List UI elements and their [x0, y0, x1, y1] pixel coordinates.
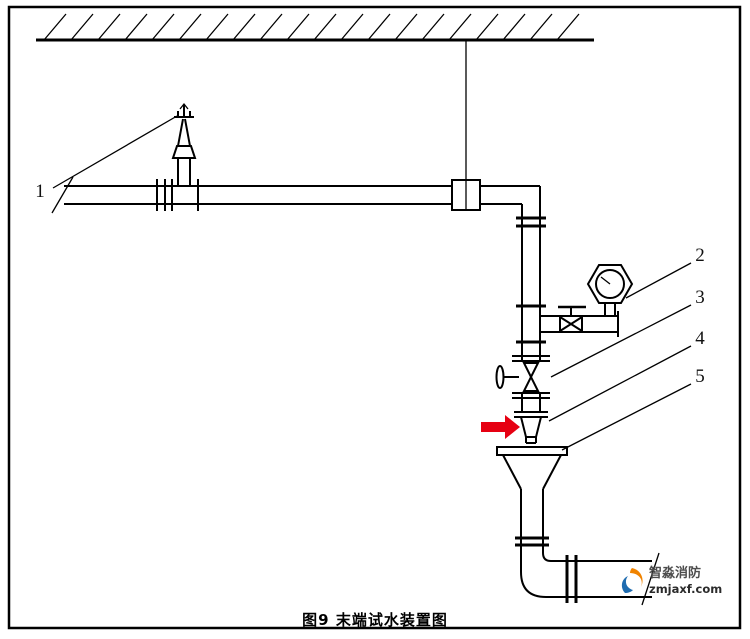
logo-flame-blue — [621, 576, 633, 593]
pipe-break-right — [642, 553, 659, 605]
connector-outlet — [526, 437, 536, 443]
pressure-gauge — [588, 265, 632, 303]
leader-line-5 — [562, 384, 691, 450]
drain-funnel — [497, 447, 567, 548]
valve-wedge-top — [524, 363, 538, 377]
test-connector — [514, 412, 548, 443]
riser-coupling — [516, 218, 546, 226]
valve-handwheel — [497, 366, 504, 388]
sprinkler-frame-arms — [178, 119, 190, 146]
leader-lines — [53, 116, 691, 450]
sprinkler-upstand — [178, 158, 190, 186]
gauge-needle — [601, 277, 610, 284]
callout-label-1: 1 — [35, 181, 45, 202]
sprinkler-head — [173, 104, 195, 158]
watermark-domain: zmjaxf.com — [649, 581, 723, 596]
grooved-coupling — [157, 179, 165, 211]
funnel-rim — [497, 447, 567, 455]
leader-line-4 — [549, 346, 691, 421]
cock-body-left — [560, 317, 571, 331]
figure-border — [9, 7, 740, 628]
sprinkler-tip — [180, 104, 188, 109]
leader-line-3 — [551, 305, 691, 377]
funnel-cone — [503, 455, 561, 489]
cock-body-right — [571, 317, 582, 331]
watermark-brand: 智淼消防 — [649, 566, 702, 581]
leader-line-1 — [53, 116, 177, 188]
drain-pipe — [521, 548, 659, 605]
valve-flanges — [512, 356, 550, 398]
flow-arrow — [481, 415, 520, 439]
drain-elbow-outer — [521, 548, 652, 597]
sprinkler-body — [173, 146, 195, 158]
gauge-branch — [540, 265, 632, 337]
test-valve — [497, 356, 551, 398]
callout-label-3: 3 — [695, 287, 705, 308]
watermark-text: 智淼消防 zmjaxf.com — [649, 566, 722, 597]
drain-pipe-flange — [567, 555, 576, 603]
tee-flanges — [172, 179, 198, 211]
ceiling-hatch — [44, 14, 579, 40]
sprinkler-deflector — [174, 105, 194, 117]
figure-caption: 图9 末端试水装置图 — [302, 611, 448, 629]
sprinkler-tee — [172, 158, 198, 211]
callout-label-4: 4 — [695, 328, 705, 349]
watermark-logo-icon — [621, 568, 643, 593]
logo-flame-orange — [630, 568, 643, 587]
valve-wedge-bottom — [524, 377, 538, 391]
gauge-tee-flanges — [516, 306, 546, 342]
funnel-pipe-coupling — [515, 538, 549, 545]
hanger-coupling — [452, 180, 480, 210]
callout-label-2: 2 — [695, 245, 705, 266]
ceiling — [36, 14, 594, 40]
gauge-cock — [558, 307, 586, 331]
watermark: 智淼消防 zmjaxf.com — [618, 566, 722, 598]
pipe-break-left — [52, 177, 73, 213]
callout-label-5: 5 — [695, 366, 705, 387]
drain-elbow-inner — [543, 548, 652, 561]
leader-line-2 — [626, 263, 691, 298]
gauge-stem — [605, 303, 615, 316]
